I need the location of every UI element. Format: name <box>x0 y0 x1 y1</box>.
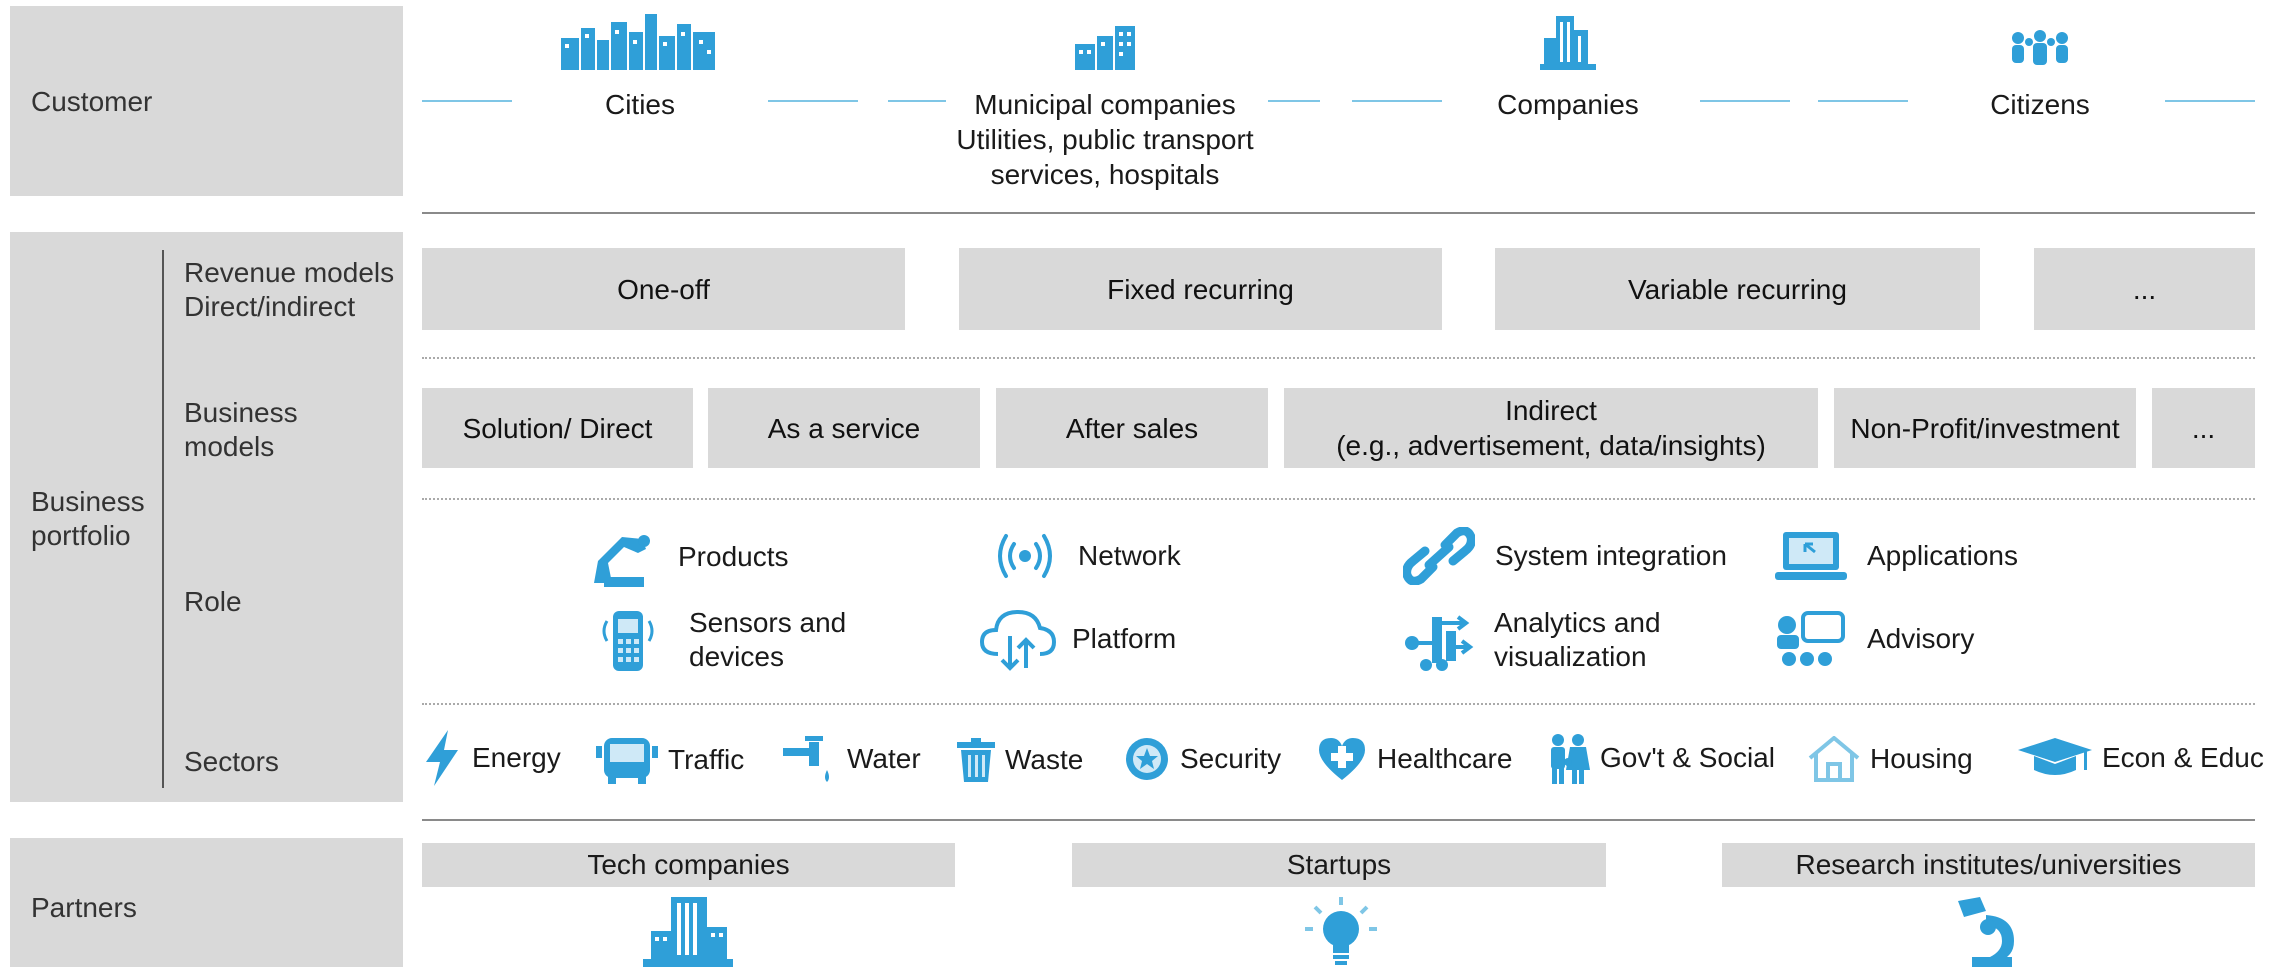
role-label-products: Products <box>678 541 789 572</box>
role-analytics-visualization: Analytics and visualization <box>1402 606 1661 674</box>
advisory-chat-icon <box>1777 611 1845 666</box>
sector-waste: Waste <box>957 738 1083 782</box>
partner-research: Research institutes/universities <box>1722 843 2255 887</box>
row-separator <box>422 703 2255 705</box>
sector-traffic: Traffic <box>596 736 744 784</box>
customer-citizens: Citizens <box>1990 89 2090 120</box>
row-separator <box>422 498 2255 500</box>
graduation-cap-icon <box>2018 738 2092 775</box>
revenue-box-fixed-recurring: Fixed recurring <box>959 248 1442 330</box>
customer-label: Customer <box>31 86 153 117</box>
sector-label-waste: Waste <box>1005 744 1084 775</box>
business-model-more: ... <box>2152 388 2255 468</box>
partner-tech-companies: Tech companies <box>422 843 955 887</box>
city-skyline-icon <box>561 14 715 70</box>
sensor-device-icon <box>602 611 654 671</box>
connector-line <box>1818 100 1908 102</box>
role-label-network: Network <box>1078 540 1181 571</box>
sector-healthcare: Healthcare <box>1317 736 1512 782</box>
business-portfolio-label: Business portfolio <box>31 486 145 551</box>
business-model-non-profit: Non-Profit/investment <box>1834 388 2136 468</box>
connector-line <box>422 100 512 102</box>
office-building-icon <box>643 897 733 967</box>
lightbulb-icon <box>1305 897 1377 965</box>
partners-separator <box>422 819 2255 821</box>
business-model-as-a-service: As a service <box>708 388 980 468</box>
business-model-after-sales: After sales <box>996 388 1268 468</box>
revenue-box-variable-recurring: Variable recurring <box>1495 248 1980 330</box>
sector-econ-educ: Econ & Educ <box>2018 738 2264 778</box>
revenue-box-one-off: One-off <box>422 248 905 330</box>
house-icon <box>1808 736 1860 782</box>
sector-label-water: Water <box>847 743 921 774</box>
sector-energy: Energy <box>422 730 561 786</box>
role-label-sensors-devices: Sensors and devices <box>689 607 847 672</box>
role-products: Products <box>588 527 789 587</box>
row-separator <box>422 357 2255 359</box>
lightning-icon <box>426 730 458 786</box>
partners-label: Partners <box>31 892 137 923</box>
customer-companies: Companies <box>1497 89 1639 120</box>
robot-arm-icon <box>594 535 650 587</box>
faucet-icon <box>783 736 829 782</box>
role-applications: Applications <box>1775 530 2018 582</box>
sector-label-govt-social: Gov't & Social <box>1600 742 1775 773</box>
role-label-platform: Platform <box>1072 623 1177 654</box>
connector-line <box>1352 100 1442 102</box>
connector-line <box>768 100 858 102</box>
sector-label-housing: Housing <box>1870 743 1973 774</box>
sector-label-econ-educ: Econ & Educ <box>2102 742 2264 773</box>
sector-label-energy: Energy <box>472 742 561 773</box>
connector-line <box>888 100 946 102</box>
role-label-system-integration: System integration <box>1495 540 1727 571</box>
wireless-signal-icon <box>998 534 1052 578</box>
business-portfolio-panel <box>10 232 403 802</box>
bus-icon <box>596 738 658 784</box>
microscope-icon <box>1958 897 2014 967</box>
customer-municipal: Municipal companies Utilities, public tr… <box>956 89 1254 190</box>
connector-line <box>2165 100 2255 102</box>
connector-line <box>1700 100 1790 102</box>
sector-label-healthcare: Healthcare <box>1377 743 1513 774</box>
business-models-label: Business models <box>184 397 298 462</box>
trash-bin-icon <box>957 738 995 782</box>
role-sensors-devices: Sensors and devices <box>595 606 846 674</box>
role-label-applications: Applications <box>1867 540 2018 571</box>
connector-line <box>1268 100 1320 102</box>
role-label-advisory: Advisory <box>1867 623 1975 654</box>
revenue-box-more: ... <box>2034 248 2255 330</box>
people-group-icon <box>2012 30 2068 65</box>
heart-cross-icon <box>1319 738 1365 780</box>
customer-panel <box>10 6 403 196</box>
family-icon <box>1551 734 1590 784</box>
sector-housing: Housing <box>1808 736 1973 782</box>
chain-link-icon <box>1403 527 1475 585</box>
cloud-upload-icon <box>979 609 1057 671</box>
customer-cities: Cities <box>604 89 675 120</box>
partners-panel <box>10 838 403 967</box>
role-platform: Platform <box>978 606 1176 672</box>
sector-label-traffic: Traffic <box>668 744 745 775</box>
revenue-models-label: Revenue models Direct/indirect <box>184 257 395 322</box>
analytics-flow-icon <box>1405 615 1474 671</box>
police-badge-icon <box>1126 738 1168 780</box>
laptop-icon <box>1775 532 1847 580</box>
sector-security: Security <box>1124 736 1281 782</box>
sector-govt-social: Gov't & Social <box>1546 732 1775 784</box>
role-network: Network <box>992 530 1181 582</box>
sectors-label: Sectors <box>184 746 279 777</box>
role-system-integration: System integration <box>1403 527 1727 585</box>
portfolio-divider <box>162 250 164 788</box>
role-advisory: Advisory <box>1775 611 1974 667</box>
role-label: Role <box>184 586 242 617</box>
office-tower-icon <box>1540 16 1596 70</box>
sector-water: Water <box>783 734 921 784</box>
role-label-analytics-visualization: Analytics and visualization <box>1494 607 1661 672</box>
business-model-solution-direct: Solution/ Direct <box>422 388 693 468</box>
customer-separator <box>422 212 2255 214</box>
partner-startups: Startups <box>1072 843 1606 887</box>
business-model-indirect: Indirect (e.g., advertisement, data/insi… <box>1284 388 1818 468</box>
buildings-icon <box>1075 26 1135 70</box>
sector-label-security: Security <box>1180 743 1282 774</box>
